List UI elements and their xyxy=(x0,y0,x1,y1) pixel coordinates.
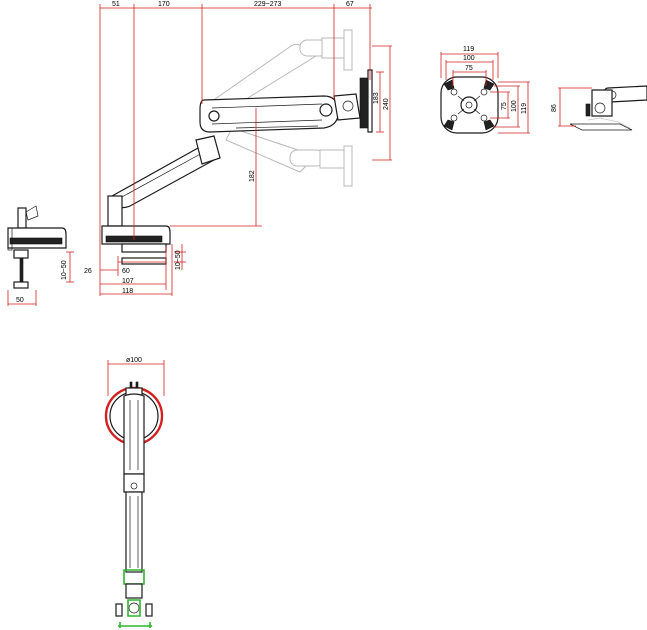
tilt-dim-label-86: 86 xyxy=(551,104,558,112)
vesa-dim-label-75-w: 75 xyxy=(465,65,473,72)
tilt-head-view: 86 xyxy=(551,85,647,131)
ghost-arm-lowered xyxy=(225,127,353,187)
side-view-labels: 51 170 229~273 67 183 240 182 26 60 107 … xyxy=(84,1,390,295)
side-view: 51 170 229~273 67 183 240 182 26 60 107 … xyxy=(84,1,392,296)
clamp-detail-view: 10~50 50 xyxy=(7,205,74,306)
top-view: ø100 xyxy=(104,357,165,628)
clamp-dim-label-range: 10~50 xyxy=(61,260,68,280)
dim-label-183: 183 xyxy=(373,92,380,104)
vesa-dim-label-100-h: 100 xyxy=(511,100,518,112)
dim-label-229-273: 229~273 xyxy=(254,1,282,8)
main-arm xyxy=(101,69,373,265)
dim-label-67: 67 xyxy=(346,1,354,8)
dim-label-clamp-range: 10~50 xyxy=(175,250,182,270)
dim-label-51: 51 xyxy=(112,1,120,8)
vesa-dim-label-119-w: 119 xyxy=(463,46,474,53)
dim-label-240: 240 xyxy=(383,98,390,110)
top-dim-label-diameter: ø100 xyxy=(126,357,142,364)
vesa-dim-label-119-h: 119 xyxy=(521,103,528,114)
side-view-dimensions xyxy=(99,4,392,296)
clamp-dim-label-50: 50 xyxy=(16,297,24,304)
dim-label-107: 107 xyxy=(122,278,134,285)
vesa-dim-label-100-w: 100 xyxy=(463,55,475,62)
dim-label-26: 26 xyxy=(84,268,92,275)
dim-label-170: 170 xyxy=(158,1,170,8)
dim-label-182: 182 xyxy=(249,170,256,182)
vesa-dim-label-75-h: 75 xyxy=(501,102,508,110)
dim-label-60: 60 xyxy=(122,268,130,275)
vesa-plate-view: 119 100 75 75 100 119 xyxy=(440,46,530,134)
dim-label-118: 118 xyxy=(122,288,133,295)
